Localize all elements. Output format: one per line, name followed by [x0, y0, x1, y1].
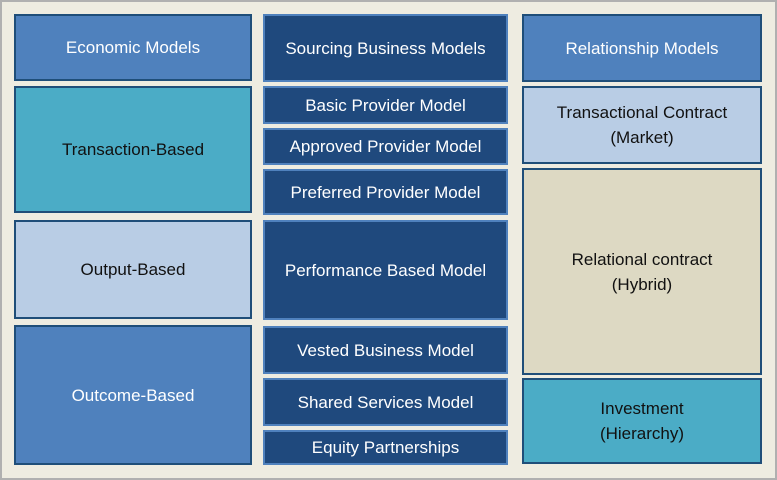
relationship-item-transactional-contract: Transactional Contract (Market) — [522, 86, 762, 164]
sourcing-models-header: Sourcing Business Models — [263, 14, 508, 82]
economic-models-header: Economic Models — [14, 14, 252, 81]
sourcing-item-vested-business: Vested Business Model — [263, 326, 508, 374]
sourcing-item-basic-provider: Basic Provider Model — [263, 86, 508, 124]
economic-item-output-based: Output-Based — [14, 220, 252, 319]
economic-item-outcome-based: Outcome-Based — [14, 325, 252, 465]
economic-item-transaction-based: Transaction-Based — [14, 86, 252, 213]
relationship-item-relational-contract: Relational contract (Hybrid) — [522, 168, 762, 375]
relationship-models-header: Relationship Models — [522, 14, 762, 82]
relationship-item-investment: Investment (Hierarchy) — [522, 378, 762, 464]
sourcing-item-approved-provider: Approved Provider Model — [263, 128, 508, 165]
sourcing-item-preferred-provider: Preferred Provider Model — [263, 169, 508, 215]
sourcing-item-shared-services: Shared Services Model — [263, 378, 508, 426]
sourcing-item-performance-based: Performance Based Model — [263, 220, 508, 320]
sourcing-item-equity-partnerships: Equity Partnerships — [263, 430, 508, 465]
